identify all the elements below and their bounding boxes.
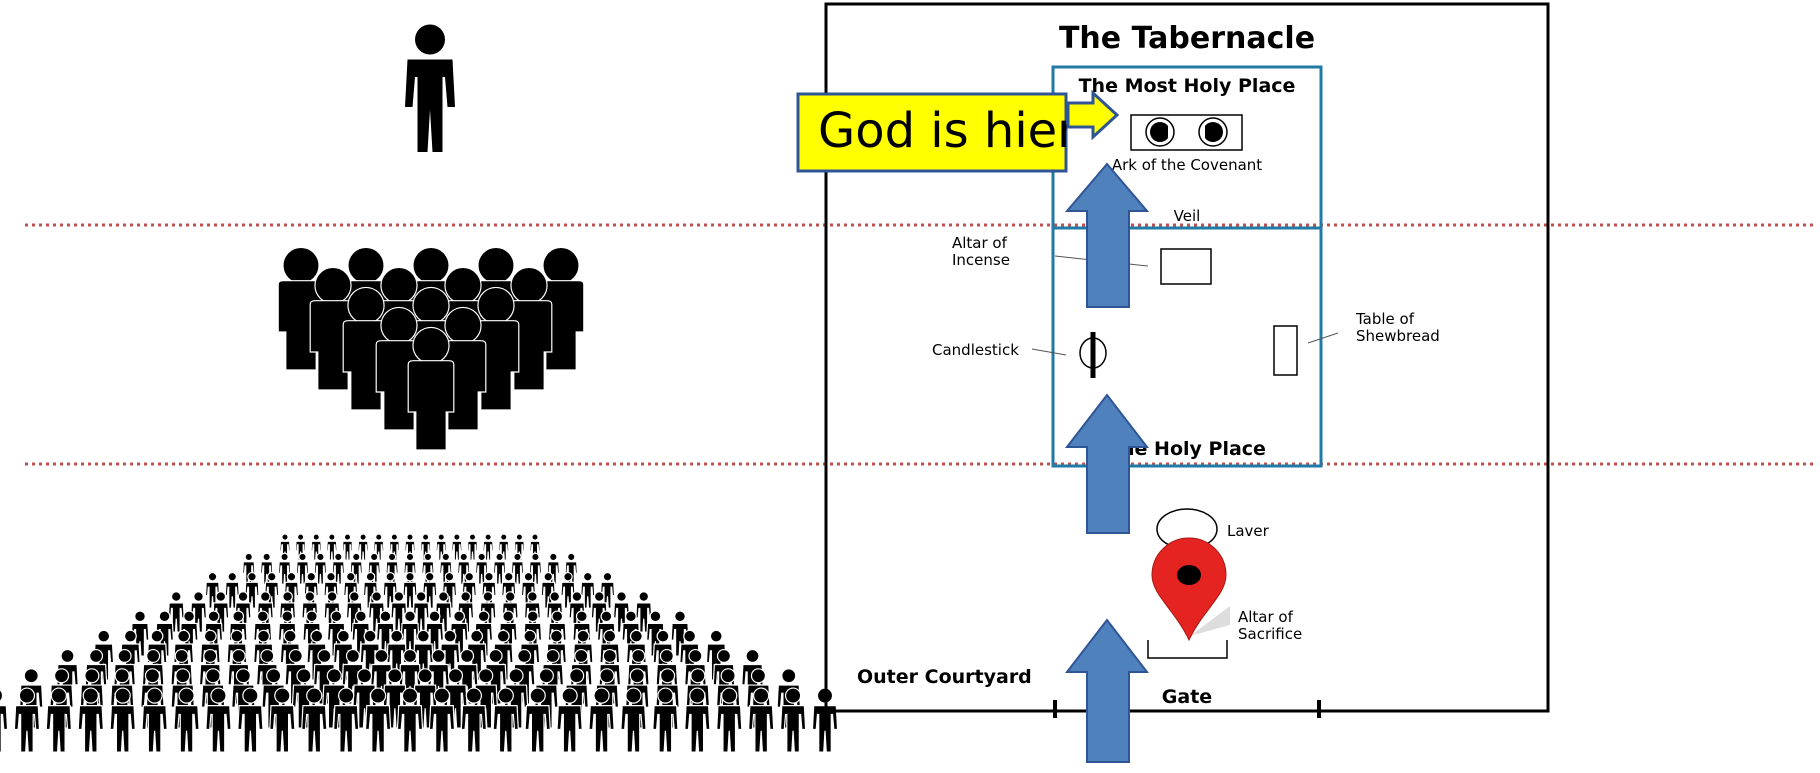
crowd-person (466, 533, 479, 561)
ark-label: Ark of the Covenant (1112, 156, 1262, 174)
up-arrow-outer (1064, 618, 1150, 763)
candlestick-label: Candlestick (932, 341, 1019, 359)
callout-arrow-icon (1066, 89, 1120, 141)
group-icon (277, 246, 585, 451)
most-holy-place-label: The Most Holy Place (1079, 75, 1296, 97)
altar-of-incense-label-2: Incense (952, 251, 1010, 269)
altar-of-sacrifice-icon (1147, 640, 1228, 659)
outer-courtyard-label: Outer Courtyard (857, 666, 1032, 688)
altar-of-sacrifice-label-2: Sacrifice (1238, 625, 1302, 643)
up-arrow-most-holy (1064, 162, 1150, 308)
crowd-person (341, 533, 354, 561)
group-person (407, 326, 455, 451)
crowd-person (0, 687, 9, 753)
location-pin-icon (1151, 537, 1227, 642)
tabernacle-frame (824, 2, 1550, 713)
ark-icon (1130, 114, 1243, 151)
table-of-shewbread-label-1: Table of (1355, 310, 1415, 328)
altar-of-incense-icon (1160, 248, 1212, 285)
up-arrow-holy (1064, 393, 1150, 534)
holy-place-label: The Holy Place (1108, 438, 1266, 460)
table-of-shewbread-leader (1307, 332, 1339, 344)
callout-text: God is hier (818, 103, 1077, 159)
crowd-icon (0, 533, 839, 753)
gate-label: Gate (1162, 686, 1212, 708)
location-pin-shadow (1190, 606, 1230, 636)
diagram-title: The Tabernacle (1059, 21, 1315, 56)
altar-of-incense-label-1: Altar of (952, 234, 1008, 252)
holy-place-room (1051, 226, 1323, 468)
table-of-shewbread-icon (1273, 325, 1298, 376)
candlestick-leader (1031, 348, 1067, 356)
person-icon (405, 24, 455, 152)
altar-of-sacrifice-label-1: Altar of (1238, 608, 1294, 626)
callout-box (796, 92, 1068, 173)
laver-label: Laver (1227, 522, 1270, 540)
candlestick-icon (1079, 332, 1107, 378)
veil-label: Veil (1174, 207, 1201, 225)
table-of-shewbread-label-2: Shewbread (1356, 327, 1440, 345)
